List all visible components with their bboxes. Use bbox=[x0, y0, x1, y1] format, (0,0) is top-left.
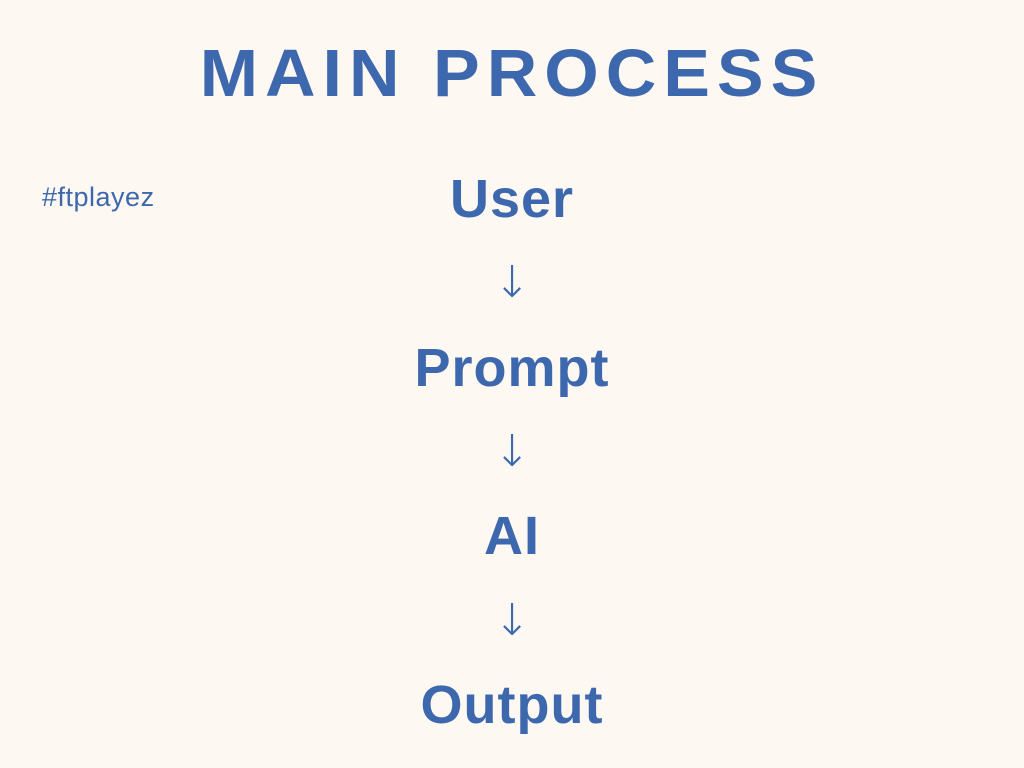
down-arrow-icon: ↓ bbox=[493, 425, 531, 477]
flow-step-output: Output bbox=[420, 674, 604, 735]
down-arrow-icon: ↓ bbox=[493, 594, 531, 646]
flow-step-ai: AI bbox=[484, 506, 540, 567]
hashtag-label: #ftplayez bbox=[42, 182, 155, 212]
flow-step-prompt: Prompt bbox=[414, 337, 610, 398]
process-flow: User ↓ Prompt ↓ AI ↓ Output bbox=[0, 172, 1024, 732]
page-title: MAIN PROCESS bbox=[199, 35, 825, 111]
down-arrow-icon: ↓ bbox=[493, 257, 531, 309]
flow-step-user: User bbox=[449, 169, 575, 229]
